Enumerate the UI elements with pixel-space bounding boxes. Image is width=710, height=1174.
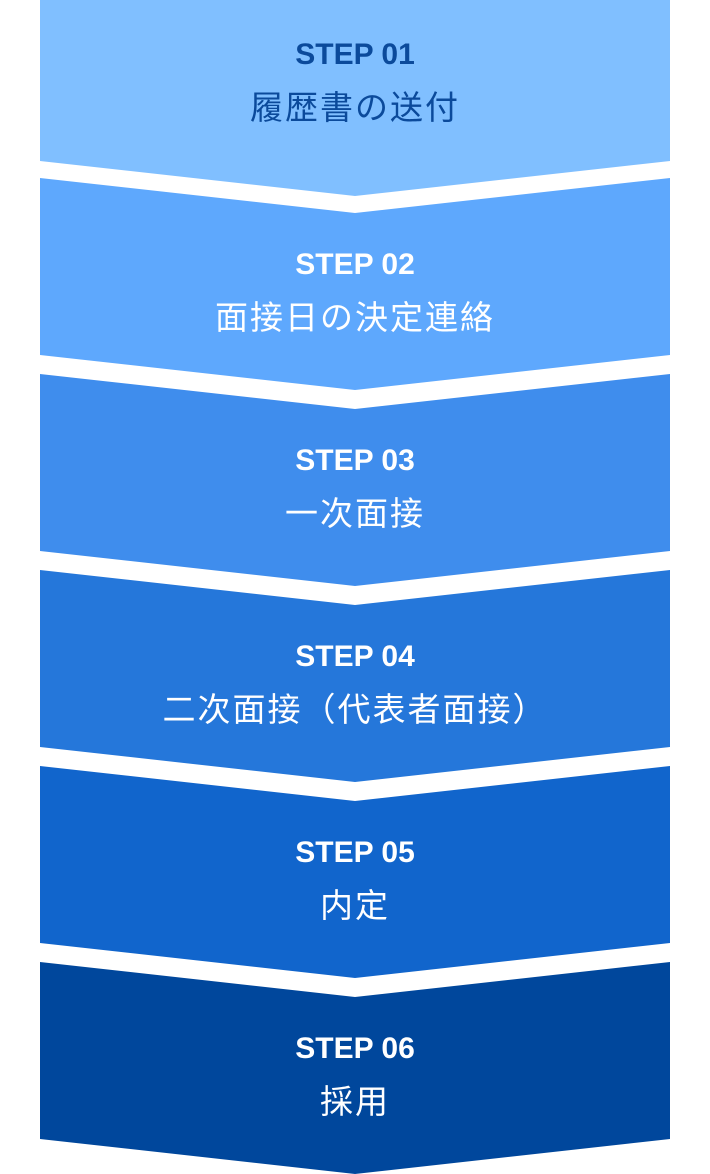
step-4-text: STEP 04 二次面接（代表者面接） xyxy=(40,640,670,730)
step-5-title: 内定 xyxy=(320,886,390,925)
step-6-label: STEP 06 xyxy=(295,1032,415,1065)
step-5: STEP 05 内定 xyxy=(40,766,670,978)
step-1: STEP 01 履歴書の送付 xyxy=(40,0,670,196)
step-5-chevron-shape xyxy=(40,766,670,978)
step-3-label: STEP 03 xyxy=(295,444,415,477)
step-1-label: STEP 01 xyxy=(295,38,415,71)
step-2: STEP 02 面接日の決定連絡 xyxy=(40,178,670,390)
step-1-text: STEP 01 履歴書の送付 xyxy=(40,38,670,128)
step-3-chevron-shape xyxy=(40,374,670,586)
step-4: STEP 04 二次面接（代表者面接） xyxy=(40,570,670,782)
step-2-label: STEP 02 xyxy=(295,248,415,281)
step-6-text: STEP 06 採用 xyxy=(40,1032,670,1122)
step-4-label: STEP 04 xyxy=(295,640,415,673)
step-2-text: STEP 02 面接日の決定連絡 xyxy=(40,248,670,338)
step-3-text: STEP 03 一次面接 xyxy=(40,444,670,534)
step-4-chevron-shape xyxy=(40,570,670,782)
step-6-title: 採用 xyxy=(320,1082,390,1121)
step-5-text: STEP 05 内定 xyxy=(40,836,670,926)
step-6: STEP 06 採用 xyxy=(40,962,670,1174)
step-2-title: 面接日の決定連絡 xyxy=(215,298,495,337)
step-3: STEP 03 一次面接 xyxy=(40,374,670,586)
step-6-chevron-shape xyxy=(40,962,670,1174)
step-1-title: 履歴書の送付 xyxy=(250,88,460,127)
step-3-title: 一次面接 xyxy=(285,494,425,533)
step-4-title: 二次面接（代表者面接） xyxy=(162,690,548,729)
step-1-chevron-shape xyxy=(40,0,670,196)
step-2-chevron-shape xyxy=(40,178,670,390)
step-5-label: STEP 05 xyxy=(295,836,415,869)
